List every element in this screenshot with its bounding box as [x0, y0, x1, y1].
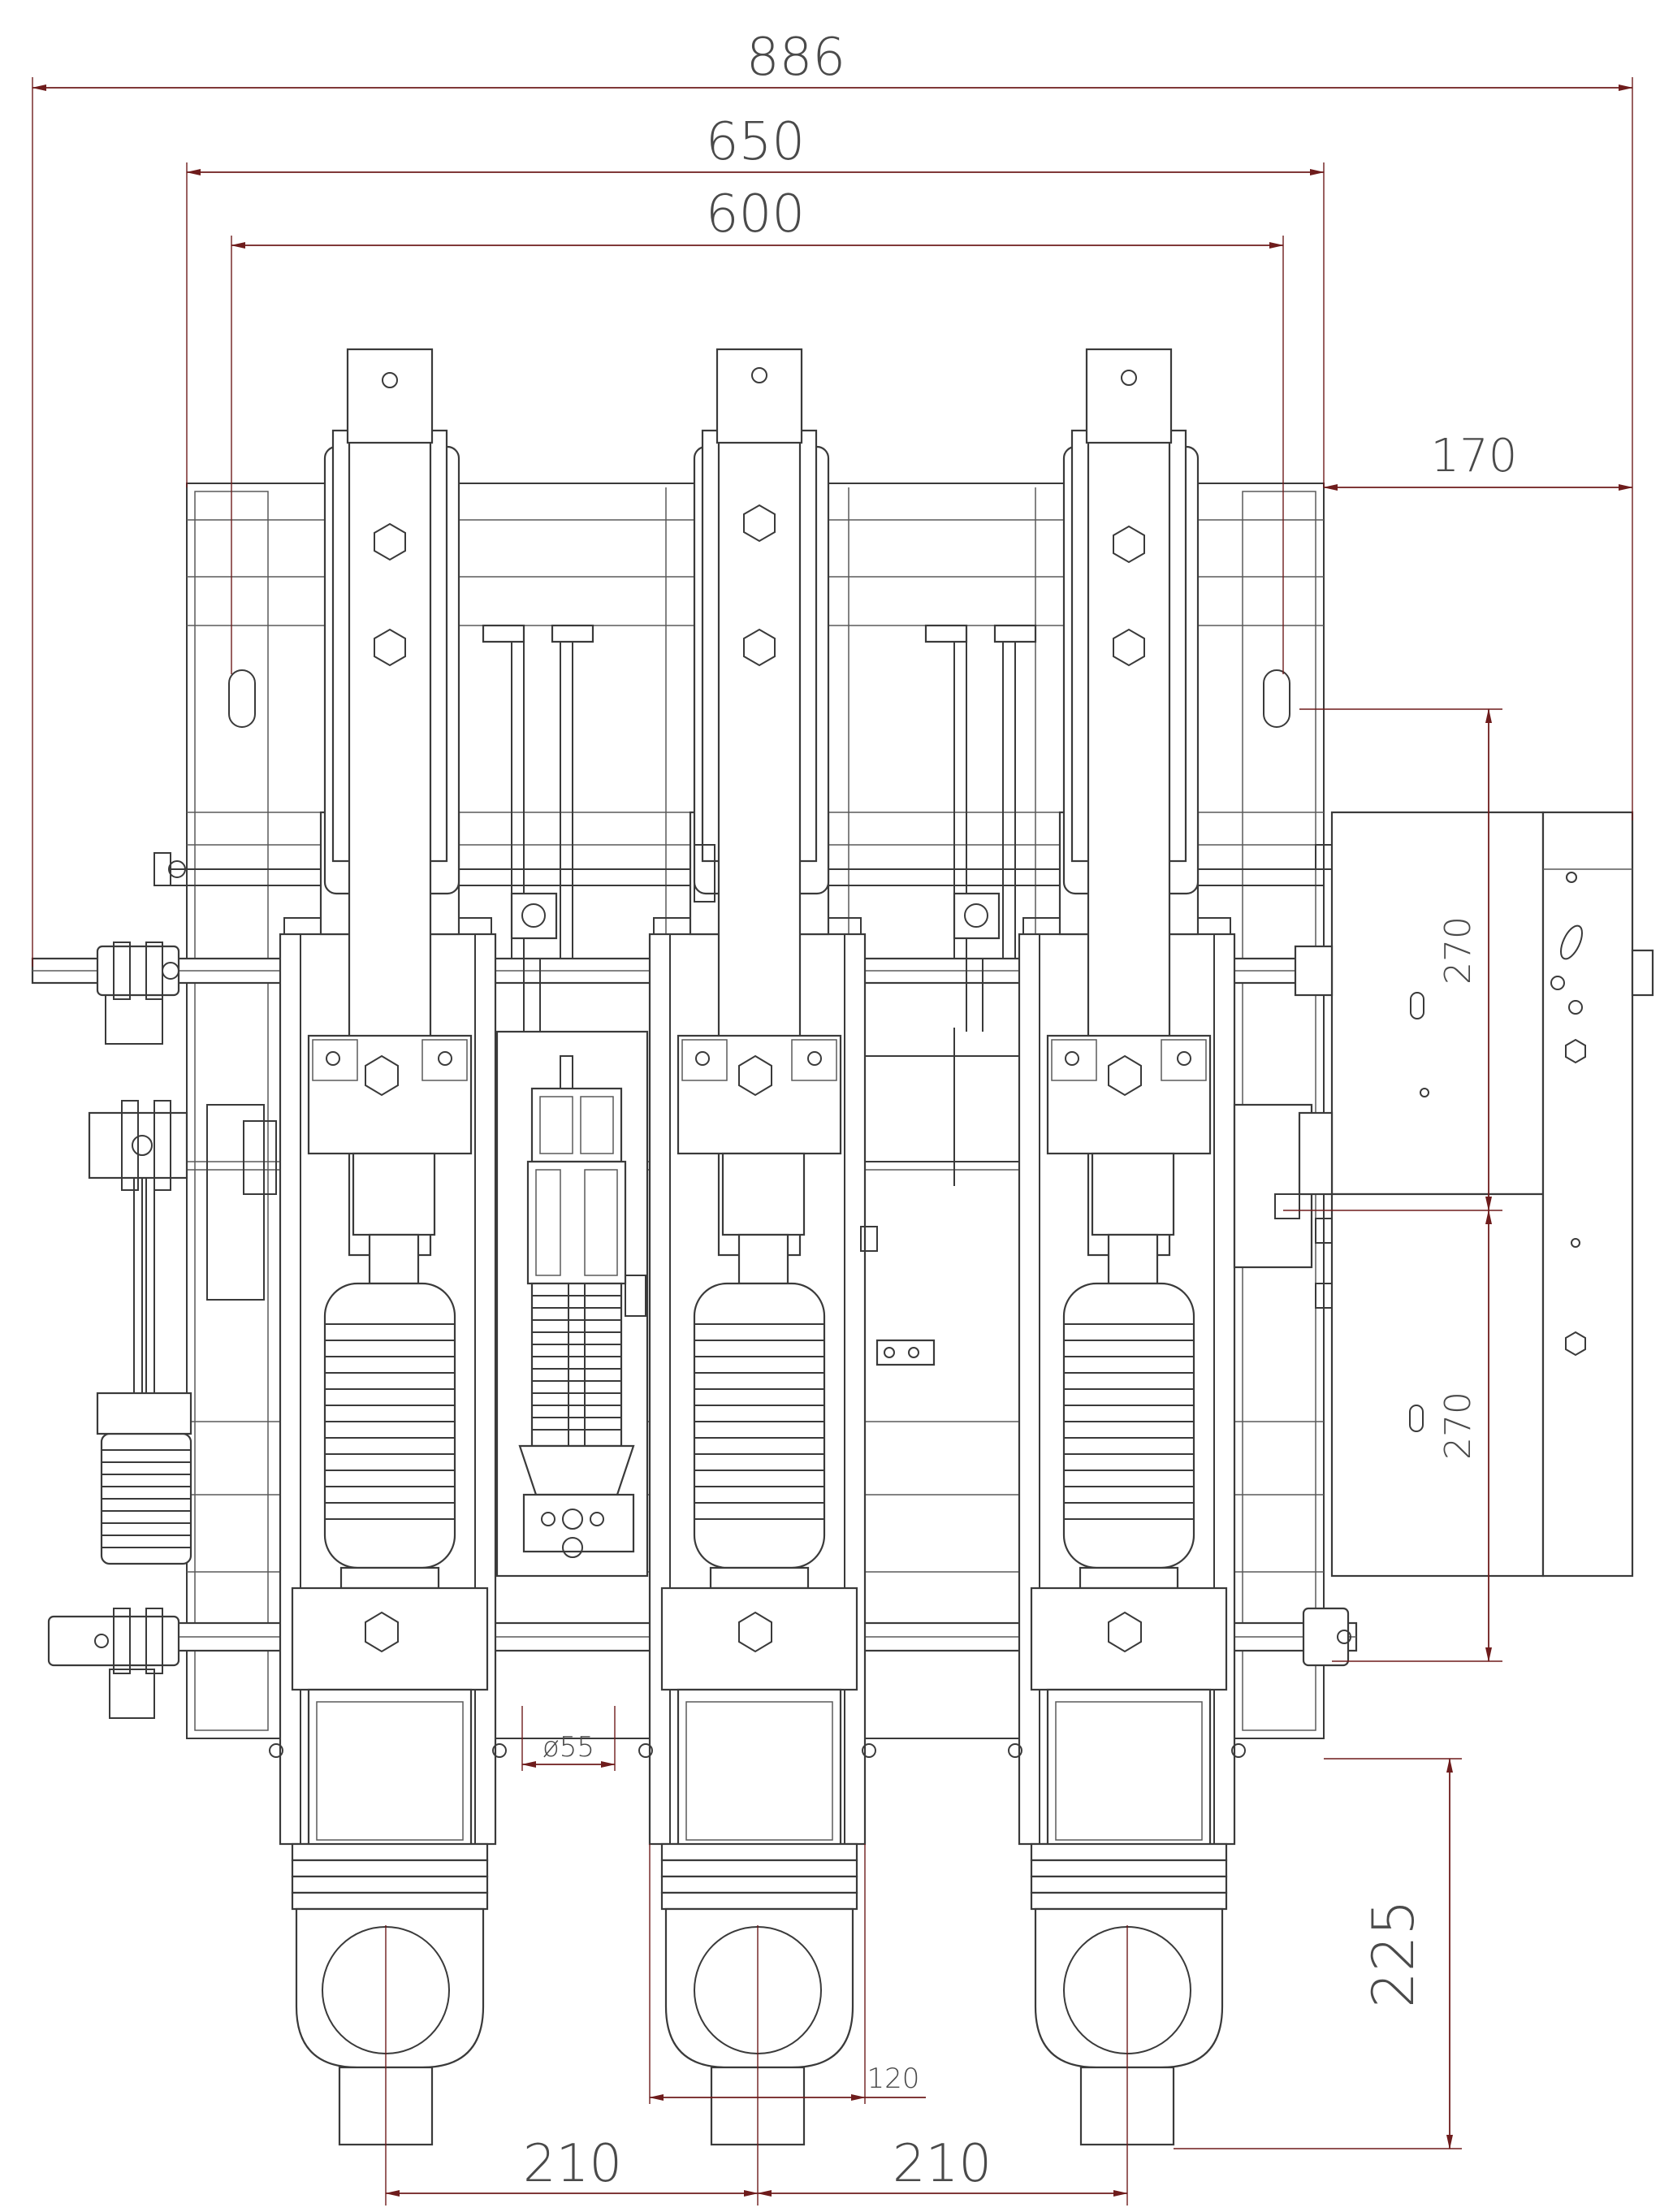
pole-1-top-hole [382, 372, 398, 388]
dimension-886-label: 886 [746, 28, 845, 88]
pole-2-top-hole [751, 367, 767, 383]
pole-1-lower-bolt [365, 1611, 399, 1653]
dimension-upper-height: 270 [1283, 708, 1502, 1211]
mounting-slot-right [1263, 669, 1290, 728]
dimension-shaft-diameter: ø55 [521, 1706, 616, 1771]
pole-2 [638, 348, 876, 2146]
dimension-210-right-label: 210 [893, 2134, 992, 2194]
dimension-225-label: 225 [1360, 1899, 1427, 2008]
closing-spring [102, 1449, 191, 1548]
pole-3-mid-bolt [1113, 628, 1145, 667]
pole-3 [1008, 348, 1246, 2146]
pole-2-mid-bolt [743, 628, 776, 667]
pole-3-clamp-bolt [1108, 1054, 1142, 1097]
dimension-pole-width: 120 [649, 1844, 926, 2104]
pole-1 [269, 348, 507, 2146]
pole-2-lower-bolt [738, 1611, 772, 1653]
pole-1-vacuum-interrupter [323, 1282, 456, 1569]
contact-bracket-left [482, 624, 594, 1032]
pole-1-mid-bolt [374, 628, 406, 667]
dimension-overall-width: 886 [32, 28, 1633, 967]
pole-1-clamp-bolt [365, 1054, 399, 1097]
dimension-lower-height: 270 [1332, 1210, 1502, 1662]
pole-3-vacuum-interrupter [1062, 1282, 1195, 1569]
dimension-600-label: 600 [706, 184, 805, 245]
pole-3-top-bolt [1113, 525, 1145, 564]
mounting-slot-left [228, 669, 256, 728]
dimension-pole-spacing: 210 210 [385, 1925, 1128, 2206]
dimension-210-left-label: 210 [523, 2134, 622, 2194]
pole-3-top-hole [1121, 370, 1137, 386]
pole-3-lower-bolt [1108, 1611, 1142, 1653]
contact-bracket-right [924, 624, 1037, 1032]
mechanism-housing [1233, 811, 1654, 1667]
dimension-170-label: 170 [1431, 430, 1518, 483]
dimension-120-label: 120 [867, 2063, 920, 2095]
dimension-slot-pitch: 600 [231, 184, 1284, 674]
pole-1-terminal-base [295, 1907, 485, 2069]
mechanism-spring [530, 1282, 623, 1448]
pole-2-top-bolt [743, 504, 776, 543]
pole-2-clamp-bolt [738, 1054, 772, 1097]
left-linkage [47, 852, 277, 1719]
dimension-mechanism-depth: 170 [1323, 430, 1633, 491]
dimension-270-upper-label: 270 [1437, 916, 1479, 985]
pole-1-top-bolt [374, 522, 406, 561]
dimension-frame-width: 650 [186, 112, 1325, 487]
dimension-shaft-label: ø55 [543, 1731, 594, 1764]
operating-mechanism [495, 1030, 649, 1578]
dimension-270-lower-label: 270 [1437, 1392, 1479, 1460]
dimension-terminal-height: 225 [1174, 1758, 1462, 2149]
pole-2-vacuum-interrupter [693, 1282, 826, 1569]
dimension-650-label: 650 [706, 112, 805, 172]
transmission-shaft [694, 844, 1020, 1366]
